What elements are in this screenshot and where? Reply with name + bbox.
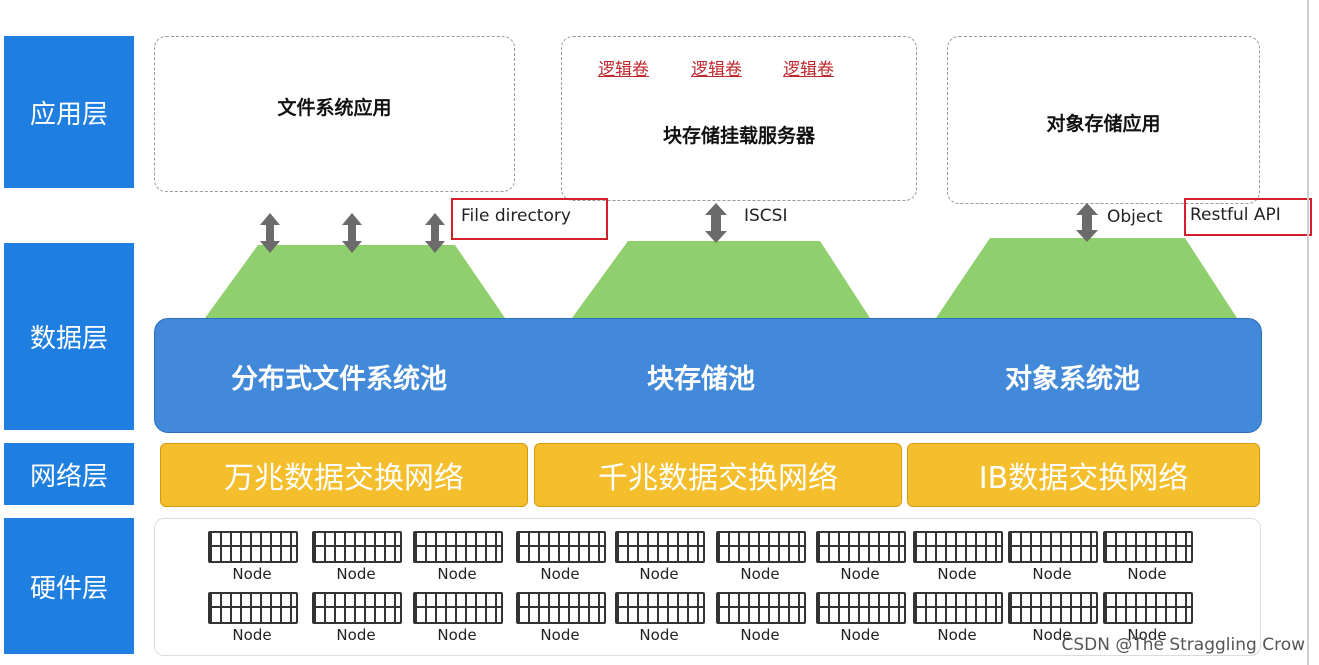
logical-volume-1: 逻辑卷 <box>598 60 649 80</box>
node-label: Node <box>840 626 880 644</box>
server-icon <box>1008 531 1098 563</box>
network-ib: IB数据交换网络 <box>907 443 1260 507</box>
block-arrow <box>705 203 727 243</box>
hardware-box <box>154 518 1261 656</box>
pool-distributed-fs: 分布式文件系统池 <box>231 364 447 395</box>
object-app-box: 对象存储应用 <box>947 36 1260 204</box>
node-label: Node <box>232 626 272 644</box>
fs-app-box: 文件系统应用 <box>154 36 515 192</box>
server-icon <box>312 531 402 563</box>
server-icon <box>413 592 503 624</box>
server-icon <box>208 592 298 624</box>
logical-volume-3: 逻辑卷 <box>783 60 834 80</box>
node-label: Node <box>336 626 376 644</box>
object-arrow <box>1076 203 1098 242</box>
block-trapezoid <box>572 241 870 318</box>
hardware-node: Node <box>1103 531 1193 583</box>
node-label: Node <box>639 626 679 644</box>
node-label: Node <box>437 626 477 644</box>
hardware-node: Node <box>716 531 806 583</box>
hardware-node: Node <box>913 592 1003 644</box>
server-icon <box>716 531 806 563</box>
server-icon <box>516 592 606 624</box>
restful-api-highlight <box>1184 198 1312 236</box>
window-edge <box>1307 0 1309 665</box>
hardware-node: Node <box>312 592 402 644</box>
layer-app: 应用层 <box>4 36 134 188</box>
node-label: Node <box>1032 626 1072 644</box>
server-icon <box>615 592 705 624</box>
node-label: Node <box>1032 565 1072 583</box>
node-label: Node <box>437 565 477 583</box>
node-label: Node <box>232 565 272 583</box>
server-icon <box>312 592 402 624</box>
pool-object: 对象系统池 <box>1005 364 1140 395</box>
server-icon <box>913 592 1003 624</box>
hardware-node: Node <box>208 531 298 583</box>
restful-api-label: Restful API <box>1190 205 1281 225</box>
node-label: Node <box>740 626 780 644</box>
hardware-node: Node <box>816 592 906 644</box>
storage-pool-bar: 分布式文件系统池 块存储池 对象系统池 <box>154 318 1262 433</box>
hardware-node: Node <box>1008 592 1098 644</box>
hardware-node: Node <box>913 531 1003 583</box>
server-icon <box>516 531 606 563</box>
node-label: Node <box>840 565 880 583</box>
hardware-node: Node <box>716 592 806 644</box>
pool-block: 块存储池 <box>647 364 755 395</box>
node-label: Node <box>639 565 679 583</box>
server-icon <box>1008 592 1098 624</box>
server-icon <box>615 531 705 563</box>
iscsi-label: ISCSI <box>744 206 788 226</box>
server-icon <box>816 531 906 563</box>
node-label: Node <box>1127 626 1167 644</box>
hardware-node: Node <box>413 592 503 644</box>
hardware-node: Node <box>1008 531 1098 583</box>
object-app-title: 对象存储应用 <box>1046 113 1161 135</box>
block-app-title: 块存储挂载服务器 <box>662 125 815 147</box>
hardware-node: Node <box>516 531 606 583</box>
hardware-node: Node <box>312 531 402 583</box>
network-10g: 万兆数据交换网络 <box>160 443 528 507</box>
logical-volume-2: 逻辑卷 <box>691 60 742 80</box>
node-label: Node <box>540 626 580 644</box>
server-icon <box>413 531 503 563</box>
hardware-node: Node <box>816 531 906 583</box>
server-icon <box>816 592 906 624</box>
node-label: Node <box>540 565 580 583</box>
hardware-node: Node <box>516 592 606 644</box>
fs-trapezoid <box>205 245 505 318</box>
layer-data: 数据层 <box>4 243 134 430</box>
server-icon <box>1103 531 1193 563</box>
server-icon <box>1103 592 1193 624</box>
server-icon <box>716 592 806 624</box>
node-label: Node <box>937 565 977 583</box>
layer-network: 网络层 <box>4 443 134 505</box>
node-label: Node <box>740 565 780 583</box>
hardware-node: Node <box>615 592 705 644</box>
object-trapezoid <box>936 238 1237 318</box>
fs-arrow-3 <box>425 213 445 253</box>
block-app-box: 逻辑卷 逻辑卷 逻辑卷 块存储挂载服务器 <box>561 36 917 201</box>
hardware-node: Node <box>1103 592 1193 644</box>
watermark: CSDN @The Straggling Crow <box>1061 635 1305 655</box>
fs-app-title: 文件系统应用 <box>277 97 392 119</box>
network-1g: 千兆数据交换网络 <box>534 443 902 507</box>
server-icon <box>208 531 298 563</box>
object-label: Object <box>1107 207 1163 227</box>
hardware-node: Node <box>615 531 705 583</box>
layer-hardware: 硬件层 <box>4 518 134 654</box>
file-directory-label: File directory <box>461 206 571 226</box>
node-label: Node <box>1127 565 1167 583</box>
fs-arrow-2 <box>342 213 362 253</box>
node-label: Node <box>937 626 977 644</box>
node-label: Node <box>336 565 376 583</box>
file-directory-highlight <box>451 198 608 240</box>
hardware-node: Node <box>208 592 298 644</box>
fs-arrow-1 <box>260 213 280 253</box>
server-icon <box>913 531 1003 563</box>
hardware-node: Node <box>413 531 503 583</box>
